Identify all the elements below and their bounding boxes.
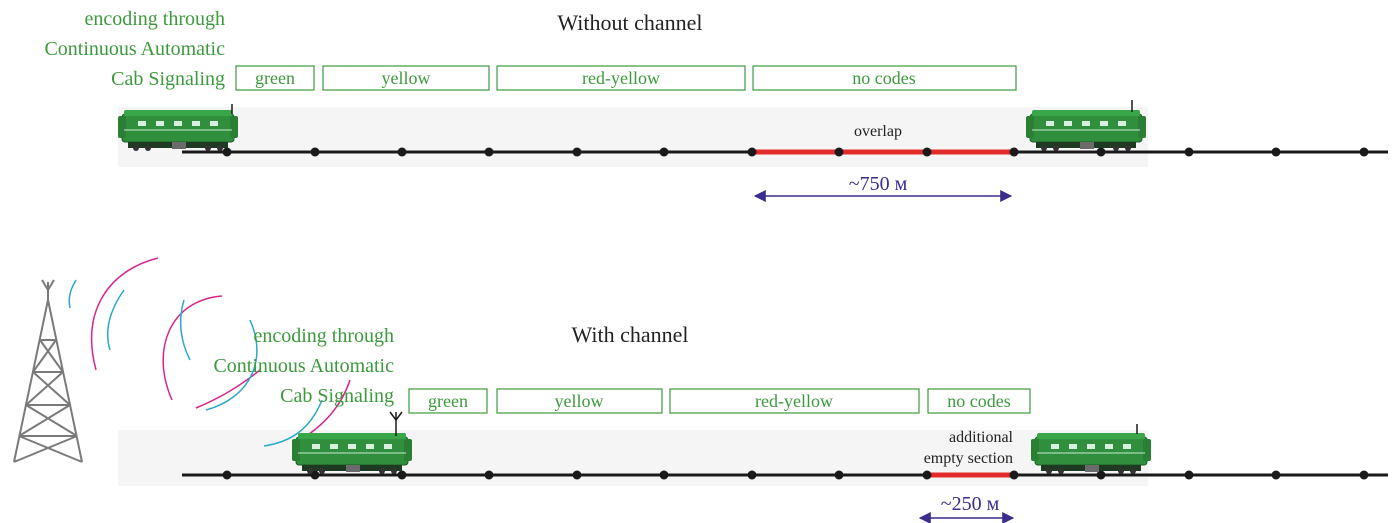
top-code-yellow: yellow (382, 68, 431, 88)
bottom-encoding-line-1: encoding through (253, 325, 394, 347)
bottom-joint (1096, 470, 1106, 480)
bottom-code-green: green (428, 391, 468, 411)
bottom-code-box-green (408, 388, 488, 414)
radio-tower-icon (13, 279, 83, 463)
bottom-distance-label: ~250 м (941, 493, 1000, 515)
top-joint (310, 147, 320, 157)
bottom-joint (1271, 470, 1281, 480)
top-joint (659, 147, 669, 157)
bottom-joint (310, 470, 320, 480)
antenna-icon (389, 411, 403, 436)
top-joint (1184, 147, 1194, 157)
bottom-joint (1359, 470, 1369, 480)
top-joint (747, 147, 757, 157)
bottom-joint (659, 470, 669, 480)
top-joint (484, 147, 494, 157)
bottom-code-yellow: yellow (555, 391, 604, 411)
bottom-joint (572, 470, 582, 480)
top-joint (572, 147, 582, 157)
bottom-encoding-line-3: Cab Signaling (280, 385, 394, 407)
top-code-box-no-codes (752, 65, 1017, 91)
bottom-joint (922, 470, 932, 480)
top-joint (222, 147, 232, 157)
top-code-box-yellow (322, 65, 490, 91)
bottom-title: With channel (571, 322, 688, 347)
radio-wave-icon (68, 257, 351, 447)
bottom-joint (1184, 470, 1194, 480)
top-code-red-yellow: red-yellow (582, 68, 660, 88)
bottom-locomotive-icon (291, 432, 413, 475)
bottom-encoding-line-2: Continuous Automatic (213, 355, 394, 377)
bottom-annotation-line-1: additional (949, 429, 1014, 446)
top-joint (1009, 147, 1019, 157)
bottom-joint (397, 470, 407, 480)
bottom-track (182, 470, 1388, 480)
top-track-band (118, 107, 1148, 167)
top-track (182, 147, 1388, 157)
top-code-box-green (235, 65, 315, 91)
top-joint (397, 147, 407, 157)
top-joint (1096, 147, 1106, 157)
bottom-code-box-yellow (496, 388, 663, 414)
bottom-joint (1009, 470, 1019, 480)
bottom-code-boxes: green yellow red-yellow no codes (408, 388, 1031, 414)
bottom-annotation-line-2: empty section (924, 450, 1013, 467)
top-joint (1271, 147, 1281, 157)
top-encoding-line-1: encoding through (84, 8, 225, 30)
top-locomotive-right-icon (1025, 109, 1147, 152)
bottom-joint (747, 470, 757, 480)
top-title: Without channel (557, 10, 702, 35)
top-joint (922, 147, 932, 157)
bottom-joint (834, 470, 844, 480)
bottom-code-box-no-codes (927, 388, 1031, 414)
top-locomotive-icon (117, 109, 239, 152)
bottom-locomotive-right-icon (1030, 432, 1152, 475)
top-distance-label: ~750 м (849, 173, 908, 195)
top-code-boxes: green yellow red-yellow no codes (235, 65, 1017, 91)
top-encoding-line-3: Cab Signaling (111, 68, 225, 90)
top-code-box-red-yellow (496, 65, 746, 91)
top-encoding-line-2: Continuous Automatic (44, 38, 225, 60)
bottom-joint (222, 470, 232, 480)
top-overlap-label: overlap (854, 123, 902, 140)
bottom-code-box-red-yellow (669, 388, 920, 414)
top-code-green: green (255, 68, 295, 88)
bottom-joint (484, 470, 494, 480)
top-joint (1359, 147, 1369, 157)
bottom-code-red-yellow: red-yellow (755, 391, 833, 411)
top-joint (834, 147, 844, 157)
top-code-no-codes: no codes (852, 68, 915, 88)
bottom-code-no-codes: no codes (947, 391, 1010, 411)
